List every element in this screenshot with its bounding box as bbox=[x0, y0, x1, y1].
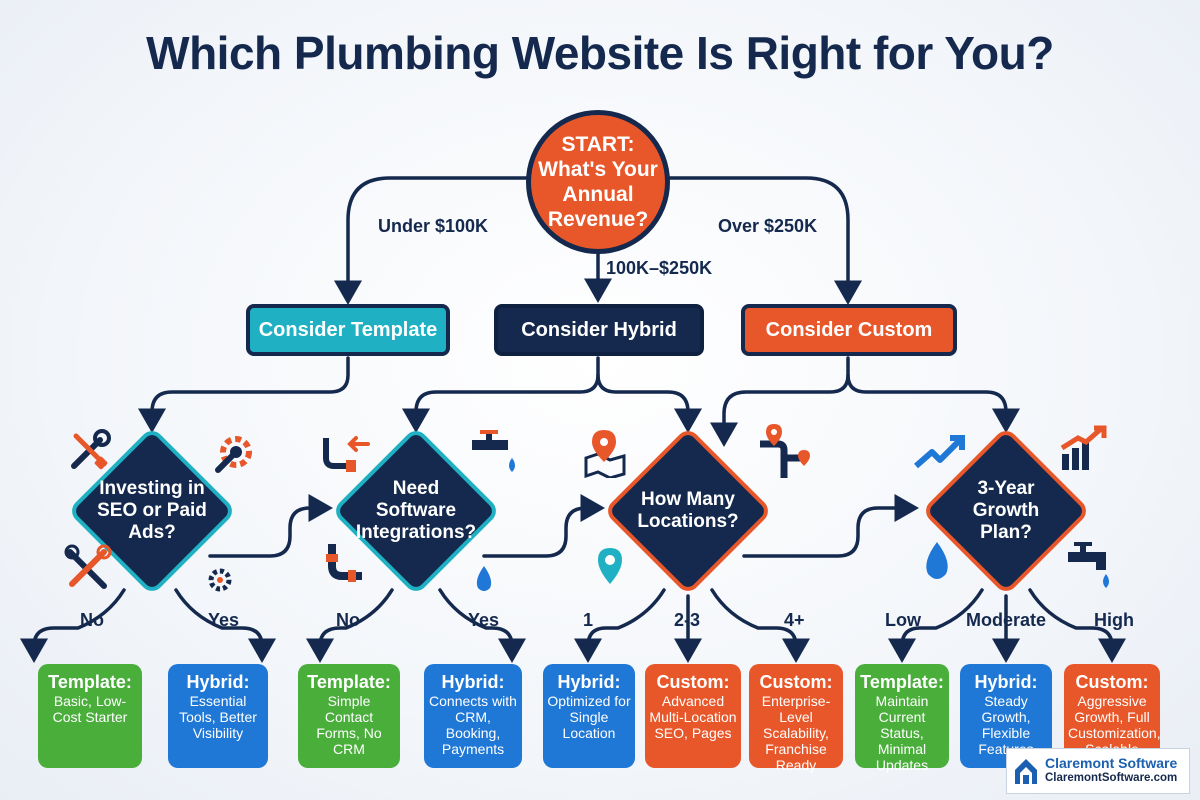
answer-locations-1: 1 bbox=[583, 610, 594, 630]
result-title: Custom: bbox=[656, 672, 730, 692]
result-template-maintain: Template: Maintain Current Status, Minim… bbox=[855, 664, 949, 773]
result-hybrid-crm: Hybrid: Connects with CRM, Booking, Paym… bbox=[424, 664, 522, 768]
decision-integrations-question: Need Software Integrations? bbox=[355, 478, 477, 543]
result-title: Hybrid: bbox=[186, 672, 250, 692]
start-node: START: What's Your Annual Revenue? bbox=[526, 110, 670, 254]
decision-growth: 3-Year Growth Plan? bbox=[921, 426, 1091, 596]
answer-locations-4plus: 4+ bbox=[784, 610, 805, 630]
faucet-icon bbox=[1068, 542, 1109, 588]
pipe-arrow-icon bbox=[323, 436, 370, 472]
decision-locations: How Many Locations? bbox=[603, 426, 773, 596]
consider-template-box: Consider Template bbox=[246, 304, 450, 356]
branch-label-under-100k: Under $100K bbox=[378, 216, 489, 236]
branch-label-100k-250k: 100K–$250K bbox=[606, 258, 713, 278]
faucet-drop-icon bbox=[472, 430, 515, 472]
answer-integrations-no: No bbox=[336, 610, 360, 630]
brand-badge: Claremont Software ClaremontSoftware.com bbox=[1006, 748, 1190, 794]
result-description: Connects with CRM, Booking, Payments bbox=[429, 693, 517, 757]
crossed-wrenches-icon bbox=[64, 544, 112, 589]
bar-chart-growth-icon bbox=[1060, 425, 1107, 470]
page-title: Which Plumbing Website Is Right for You? bbox=[146, 27, 1054, 79]
result-title: Custom: bbox=[1075, 672, 1149, 692]
result-description: Advanced Multi-Location SEO, Pages bbox=[649, 693, 737, 741]
result-description: Enterprise-Level Scalability, Franchise … bbox=[761, 693, 831, 773]
answer-seo-yes: Yes bbox=[208, 610, 240, 630]
result-hybrid-essential: Hybrid: Essential Tools, Better Visibili… bbox=[168, 664, 268, 768]
answer-growth-moderate: Moderate bbox=[966, 610, 1047, 630]
result-title: Template: bbox=[307, 672, 391, 692]
decision-growth-question: 3-Year Growth Plan? bbox=[972, 478, 1040, 543]
result-description: Maintain Current Status, Minimal Updates bbox=[875, 693, 929, 773]
answer-seo-no: No bbox=[80, 610, 104, 630]
water-drop-icon bbox=[476, 566, 492, 591]
gear-icon bbox=[208, 568, 232, 592]
pipes-valve-icon bbox=[760, 424, 810, 478]
decision-integrations: Need Software Integrations? bbox=[331, 426, 501, 596]
result-description: Essential Tools, Better Visibility bbox=[179, 693, 257, 741]
decision-locations-question: How Many Locations? bbox=[637, 489, 739, 532]
answer-locations-2-3: 2-3 bbox=[674, 610, 701, 630]
gear-wrench-icon bbox=[215, 436, 252, 473]
map-pin-icon bbox=[584, 430, 626, 478]
result-description: Basic, Low-Cost Starter bbox=[52, 693, 128, 725]
result-description: Steady Growth, Flexible Features bbox=[978, 693, 1033, 757]
answer-integrations-yes: Yes bbox=[468, 610, 500, 630]
consider-custom-box: Consider Custom bbox=[741, 304, 957, 356]
result-title: Hybrid: bbox=[974, 672, 1038, 692]
water-drop-icon bbox=[926, 542, 948, 579]
result-description: Optimized for Single Location bbox=[547, 693, 631, 741]
answer-growth-high: High bbox=[1094, 610, 1134, 630]
wrench-screwdriver-icon bbox=[71, 429, 111, 470]
result-custom-multi-location: Custom: Advanced Multi-Location SEO, Pag… bbox=[645, 664, 741, 768]
pipe-elbow-icon bbox=[326, 544, 362, 582]
consider-hybrid-box: Consider Hybrid bbox=[494, 304, 704, 356]
location-pin-icon bbox=[598, 548, 622, 584]
result-template-basic: Template: Basic, Low-Cost Starter bbox=[38, 664, 142, 768]
trend-up-icon bbox=[914, 435, 965, 469]
result-template-simple: Template: Simple Contact Forms, No CRM bbox=[298, 664, 400, 768]
branch-label-over-250k: Over $250K bbox=[718, 216, 818, 236]
brand-name: Claremont Software bbox=[1045, 755, 1178, 771]
decision-seo: Investing in SEO or Paid Ads? bbox=[67, 426, 237, 596]
result-title: Custom: bbox=[759, 672, 833, 692]
brand-url: ClaremontSoftware.com bbox=[1045, 772, 1178, 784]
result-title: Template: bbox=[48, 672, 132, 692]
decision-seo-question: Investing in SEO or Paid Ads? bbox=[97, 478, 207, 543]
result-hybrid-single-location: Hybrid: Optimized for Single Location bbox=[543, 664, 635, 768]
result-title: Hybrid: bbox=[441, 672, 505, 692]
claremont-logo-icon bbox=[1015, 759, 1037, 784]
result-custom-enterprise: Custom: Enterprise-Level Scalability, Fr… bbox=[749, 664, 843, 773]
result-title: Hybrid: bbox=[557, 672, 621, 692]
result-title: Template: bbox=[860, 672, 944, 692]
answer-growth-low: Low bbox=[885, 610, 921, 630]
result-description: Simple Contact Forms, No CRM bbox=[316, 693, 382, 757]
